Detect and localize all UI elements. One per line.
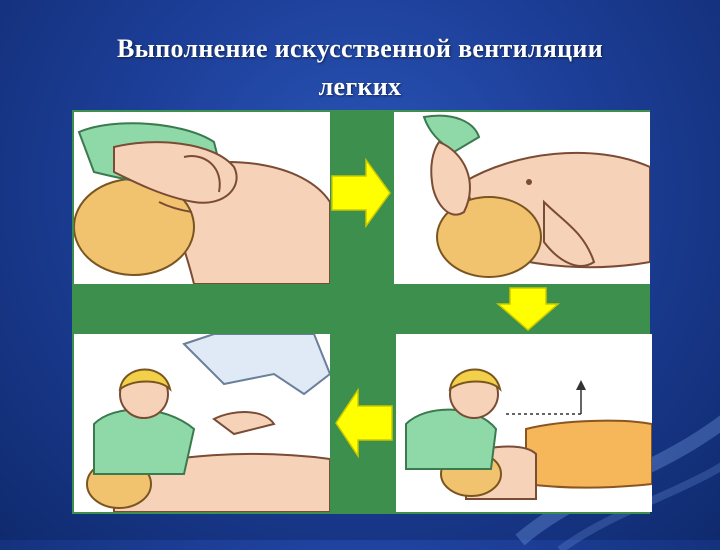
arrow-left-icon bbox=[335, 388, 393, 458]
steps-board bbox=[72, 110, 652, 514]
arrow-right-icon bbox=[331, 158, 391, 228]
mouth-to-mouth-check-breath-illustration bbox=[396, 334, 652, 512]
slide-title: Выполнение искусственной вентиляции легк… bbox=[0, 30, 720, 106]
mouth-to-mouth-with-compressions-illustration bbox=[74, 334, 330, 512]
step-2-panel bbox=[394, 112, 650, 284]
jaw-thrust-illustration bbox=[394, 112, 650, 284]
step-1-panel bbox=[74, 112, 330, 284]
title-line-1: Выполнение искусственной вентиляции bbox=[116, 34, 603, 63]
head-tilt-hands-illustration bbox=[74, 112, 330, 284]
arrow-down-icon bbox=[496, 287, 560, 331]
step-4-panel bbox=[396, 334, 652, 512]
title-line-2: легких bbox=[318, 72, 402, 101]
step-3-panel bbox=[74, 334, 330, 512]
